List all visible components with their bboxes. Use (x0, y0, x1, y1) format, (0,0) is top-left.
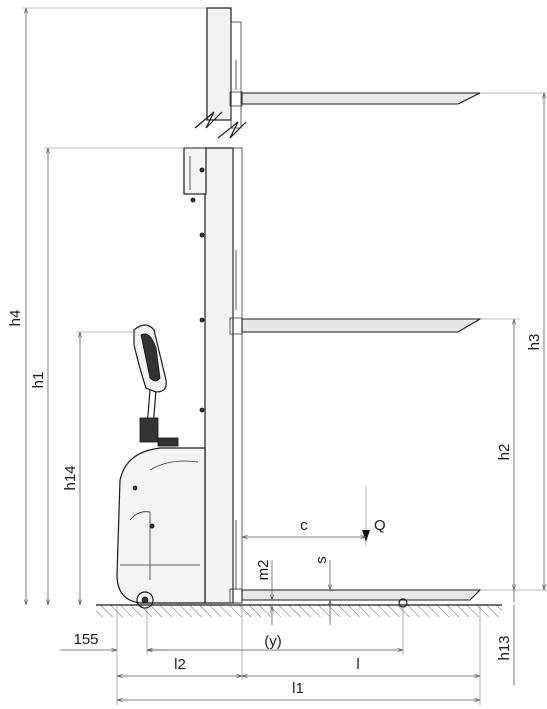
label-l: l (356, 656, 359, 673)
upper-fork (229, 91, 481, 107)
label-h1: h1 (30, 372, 47, 389)
middle-fork (229, 317, 483, 335)
main-mast (183, 147, 243, 604)
label-s: s (313, 556, 330, 564)
dimension-lines (22, 7, 547, 705)
label-l1: l1 (292, 680, 304, 697)
label-c: c (300, 517, 308, 534)
label-h13: h13 (496, 635, 513, 660)
label-m2: m2 (255, 560, 272, 581)
label-h4: h4 (7, 310, 24, 327)
label-h2: h2 (496, 444, 513, 461)
load-marker (362, 486, 370, 546)
lower-fork (229, 588, 482, 608)
label-l2: l2 (174, 656, 186, 673)
label-h14: h14 (62, 465, 79, 490)
label-155: 155 (73, 631, 98, 648)
label-y: (y) (264, 633, 282, 650)
tiller-handle (133, 324, 167, 443)
truck-body (116, 437, 206, 609)
upper-mast (194, 7, 247, 139)
label-h3: h3 (526, 334, 543, 351)
label-q: Q (374, 517, 386, 534)
ground (96, 604, 502, 617)
